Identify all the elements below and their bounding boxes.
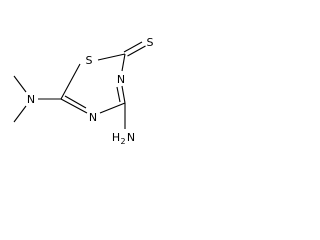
bond-n-bottom-c-double-a	[60, 98, 88, 114]
bond-ring-s-c	[97, 53, 126, 61]
structure-diagram: S S N N N H 2 N	[13, 36, 154, 146]
bond-thione-double-b	[127, 45, 146, 57]
atom-n-bottom: N	[89, 111, 97, 124]
atom-amino-subscript: 2	[120, 137, 125, 146]
bond-methyl-upper	[13, 75, 27, 93]
atom-s-ring: S	[86, 54, 93, 67]
atom-labels: S S N N N H 2 N	[27, 36, 154, 146]
atom-n-top: N	[117, 73, 125, 86]
bond-c-ring-s	[60, 63, 81, 100]
atom-amino-n: N	[127, 131, 135, 144]
atom-n-dimethyl: N	[27, 93, 35, 106]
bond-methyl-lower	[13, 105, 27, 123]
bond-thione-double-a	[123, 41, 143, 53]
bond-n-top-c-double-a	[121, 85, 126, 104]
atom-amino-h: H	[112, 131, 120, 144]
bond-n-top-c-double-b	[116, 86, 121, 103]
bond-c-n-bottom	[99, 102, 126, 114]
atom-s-thione: S	[147, 36, 154, 49]
bond-n-bottom-c-double-b	[64, 95, 87, 109]
bonds	[13, 41, 146, 129]
bond-c-n-top	[121, 53, 126, 72]
